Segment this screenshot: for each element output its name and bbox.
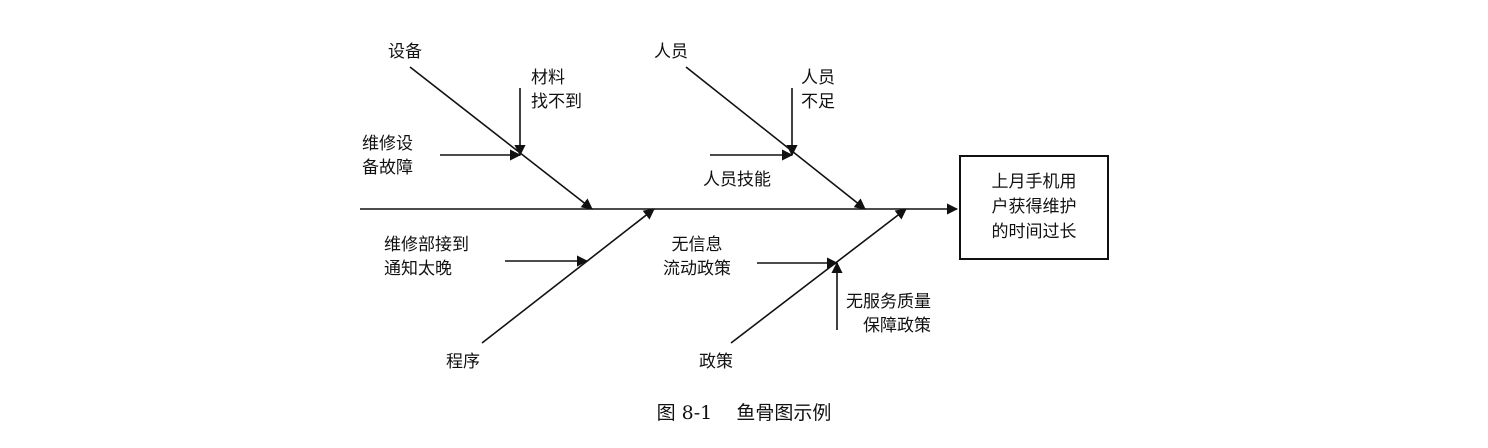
category-procedure: 程序 <box>446 352 480 372</box>
cause-staff-skill: 人员技能 <box>703 170 771 190</box>
effect-line-1: 上月手机用 <box>991 172 1077 192</box>
cause-no-info-policy: 无信息 流动政策 <box>663 233 731 281</box>
cause-no-quality-policy-line-1: 无服务质量 <box>846 292 931 312</box>
bone-procedure <box>481 208 655 344</box>
figure-title: 鱼骨图示例 <box>736 402 832 424</box>
cause-late-notice-line-2: 通知太晚 <box>384 259 452 279</box>
effect-line-3: 的时间过长 <box>991 222 1077 242</box>
cause-repair-equipment-line-1: 维修设 <box>362 134 413 154</box>
cause-staff-shortage-line-2: 不足 <box>801 92 835 112</box>
effect-box: 上月手机用 户获得维护 的时间过长 <box>959 155 1109 260</box>
cause-no-info-policy-line-1: 无信息 <box>671 235 723 255</box>
cause-material: 材料 找不到 <box>531 66 582 114</box>
cause-no-info-policy-line-2: 流动政策 <box>663 259 731 279</box>
cause-material-line-2: 找不到 <box>531 92 582 112</box>
cause-repair-equipment: 维修设 备故障 <box>362 132 413 180</box>
category-equipment: 设备 <box>388 42 422 62</box>
cause-material-line-1: 材料 <box>531 68 565 88</box>
category-policy: 政策 <box>699 352 733 372</box>
bone-equipment <box>409 66 593 210</box>
cause-late-notice-line-1: 维修部接到 <box>384 235 469 255</box>
effect-line-2: 户获得维护 <box>991 197 1077 217</box>
cause-staff-shortage-line-1: 人员 <box>801 68 835 88</box>
cause-staff-shortage: 人员 不足 <box>801 66 835 114</box>
bone-policy <box>730 208 907 344</box>
cause-no-quality-policy: 无服务质量 保障政策 <box>846 290 931 338</box>
cause-late-notice: 维修部接到 通知太晚 <box>384 233 469 281</box>
figure-caption: 图 8-1 鱼骨图示例 <box>0 398 1488 425</box>
cause-repair-equipment-line-2: 备故障 <box>362 158 413 178</box>
cause-no-quality-policy-line-2: 保障政策 <box>863 316 931 336</box>
bone-personnel <box>685 66 866 210</box>
figure-number: 图 8-1 <box>656 402 713 424</box>
category-personnel: 人员 <box>654 42 688 62</box>
